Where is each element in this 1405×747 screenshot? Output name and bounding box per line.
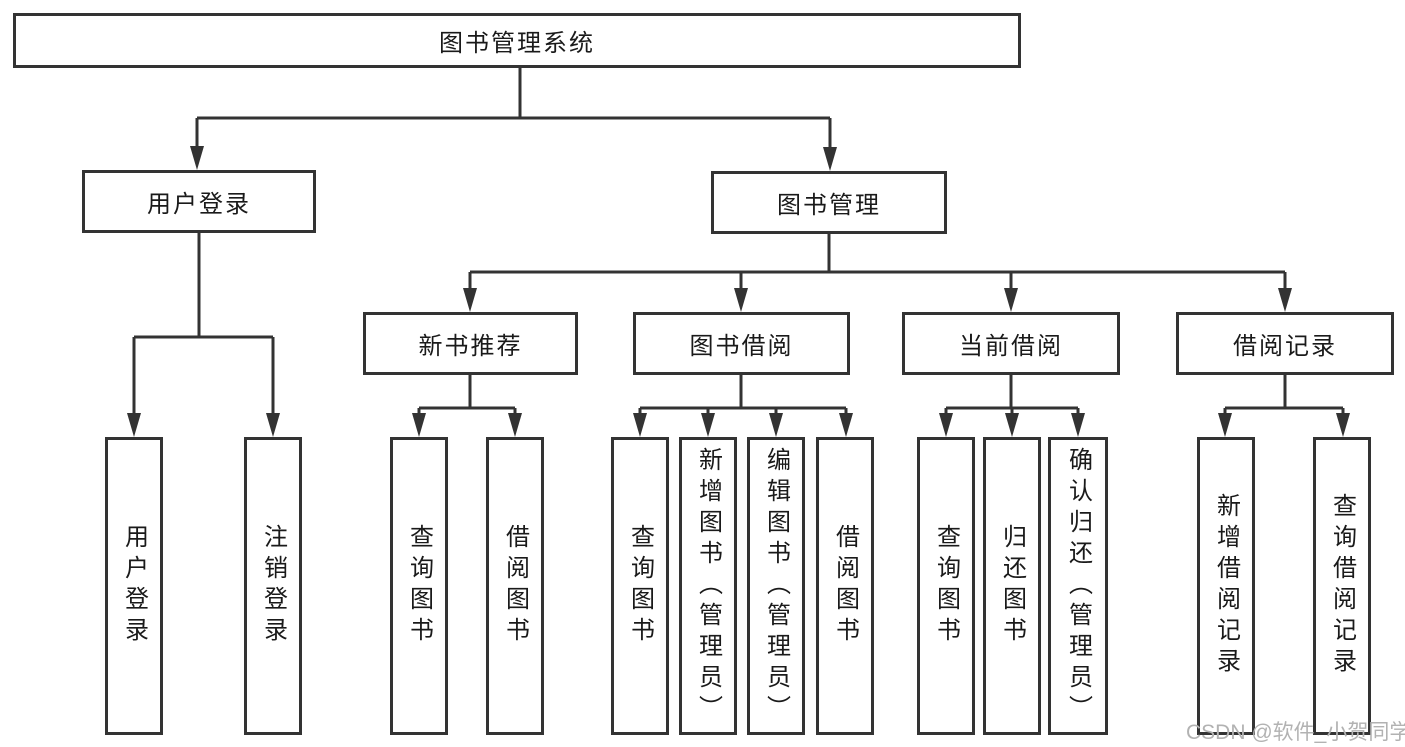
node-leaf-confirm-return-admin: 确认归还（管理员） xyxy=(1048,437,1108,735)
node-leaf-newrec-query-books: 查询图书 xyxy=(390,437,448,735)
node-leaf-current-query-books-label: 查询图书 xyxy=(932,524,960,648)
node-library-system: 图书管理系统 xyxy=(13,13,1021,68)
node-leaf-borrowing-query-books-label: 查询图书 xyxy=(626,524,654,648)
node-leaf-edit-books-admin: 编辑图书（管理员） xyxy=(747,437,805,735)
node-leaf-edit-books-admin-label: 编辑图书（管理员） xyxy=(762,446,790,726)
node-new-book-recommend: 新书推荐 xyxy=(363,312,578,375)
node-leaf-return-books-label: 归还图书 xyxy=(998,524,1026,648)
node-leaf-newrec-borrow-books: 借阅图书 xyxy=(486,437,544,735)
node-leaf-query-borrow-record: 查询借阅记录 xyxy=(1313,437,1371,735)
node-leaf-newrec-query-books-label: 查询图书 xyxy=(405,524,433,648)
node-user-login: 用户登录 xyxy=(82,170,316,233)
node-leaf-borrowing-borrow-books: 借阅图书 xyxy=(816,437,874,735)
watermark: CSDN @软件_小贺同学 xyxy=(1186,721,1405,744)
node-book-borrowing-label: 图书借阅 xyxy=(689,333,794,360)
node-leaf-user-login-label: 用户登录 xyxy=(120,524,148,648)
node-leaf-user-login: 用户登录 xyxy=(105,437,163,735)
node-leaf-return-books: 归还图书 xyxy=(983,437,1041,735)
node-book-management-label: 图书管理 xyxy=(777,192,881,219)
node-leaf-borrowing-query-books: 查询图书 xyxy=(611,437,669,735)
node-current-borrowing: 当前借阅 xyxy=(902,312,1120,375)
node-leaf-add-borrow-record: 新增借阅记录 xyxy=(1197,437,1255,735)
node-book-borrowing: 图书借阅 xyxy=(633,312,850,375)
node-leaf-logout-label: 注销登录 xyxy=(259,524,287,648)
node-leaf-current-query-books: 查询图书 xyxy=(917,437,975,735)
node-leaf-logout: 注销登录 xyxy=(244,437,302,735)
node-user-login-label: 用户登录 xyxy=(147,191,251,218)
node-borrow-records: 借阅记录 xyxy=(1176,312,1394,375)
node-leaf-query-borrow-record-label: 查询借阅记录 xyxy=(1328,493,1356,679)
node-borrow-records-label: 借阅记录 xyxy=(1233,333,1337,360)
node-leaf-newrec-borrow-books-label: 借阅图书 xyxy=(501,524,529,648)
node-current-borrowing-label: 当前借阅 xyxy=(959,333,1063,360)
node-new-book-recommend-label: 新书推荐 xyxy=(418,333,523,360)
node-leaf-confirm-return-admin-label: 确认归还（管理员） xyxy=(1064,446,1092,726)
node-book-management: 图书管理 xyxy=(711,171,947,234)
node-leaf-add-books-admin: 新增图书（管理员） xyxy=(679,437,737,735)
node-leaf-add-books-admin-label: 新增图书（管理员） xyxy=(694,446,722,726)
node-leaf-borrowing-borrow-books-label: 借阅图书 xyxy=(831,524,859,648)
node-leaf-add-borrow-record-label: 新增借阅记录 xyxy=(1212,493,1240,679)
node-library-system-label: 图书管理系统 xyxy=(439,30,595,57)
